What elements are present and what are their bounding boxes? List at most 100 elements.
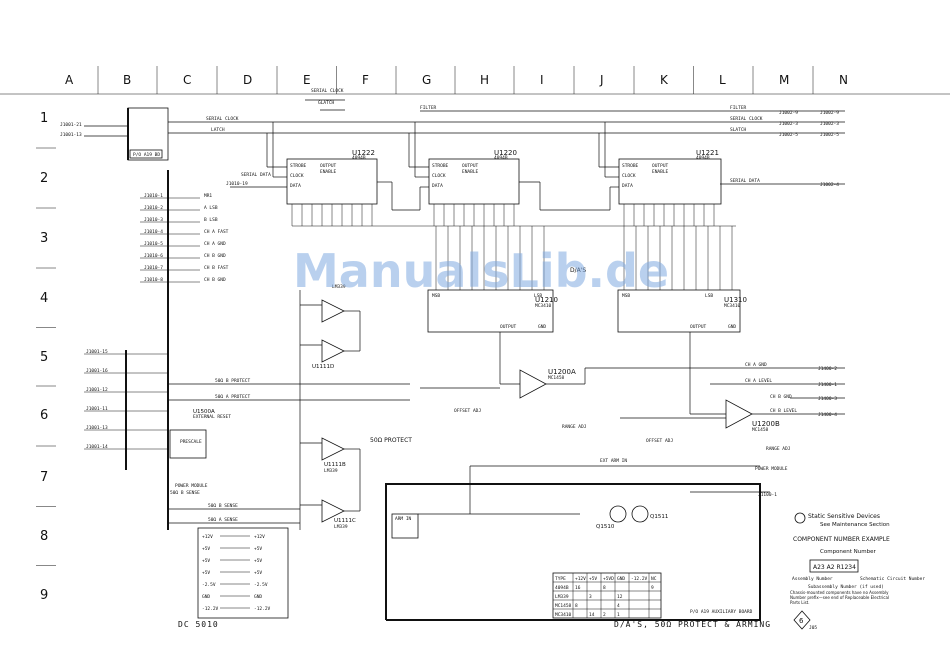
- register-outputs: [291, 204, 736, 290]
- amp-labels: CH A GND CH A LEVEL CH B LEVEL CH B GND …: [454, 362, 837, 452]
- svg-text:SERIAL DATA: SERIAL DATA: [241, 172, 271, 178]
- svg-text:GLATCH: GLATCH: [318, 100, 335, 106]
- svg-text:J1002-9: J1002-9: [779, 110, 798, 116]
- svg-text:LM339: LM339: [324, 468, 338, 474]
- svg-text:DATA: DATA: [290, 183, 301, 189]
- svg-text:SLATCH: SLATCH: [730, 127, 747, 133]
- grid-column-label: B: [123, 73, 131, 87]
- table-cell: 3: [589, 594, 592, 600]
- table-cell: 8: [603, 585, 606, 591]
- svg-text:GND: GND: [538, 324, 546, 330]
- shift-register-u1221: U1221 4094B STROBE CLOCK DATA OUTPUT ENA…: [618, 149, 722, 205]
- svg-text:50Ω B SENSE: 50Ω B SENSE: [208, 503, 238, 509]
- rail-label: +5V: [202, 558, 210, 564]
- table-cell: 14: [589, 612, 595, 618]
- dac-u1310: U1310 MC3410 MSB LSB OUTPUT GND: [617, 289, 747, 333]
- rail-label: +5V: [254, 558, 262, 564]
- svg-text:Component Number: Component Number: [820, 549, 877, 555]
- table-header: TYPE: [555, 576, 566, 582]
- svg-text:P/O A19 AUXILIARY BOARD: P/O A19 AUXILIARY BOARD: [690, 609, 753, 615]
- rail-label: +5V: [254, 546, 262, 552]
- table-header: -12.2V: [631, 576, 648, 582]
- svg-text:Subassembly Number (if used): Subassembly Number (if used): [808, 584, 884, 590]
- grid-row-label: 9: [40, 588, 48, 603]
- shift-register-u1222: U1222 4094B STROBE CLOCK DATA OUTPUT ENA…: [286, 149, 378, 205]
- svg-text:ENABLE: ENABLE: [462, 169, 479, 175]
- pin-signal: B LSB: [204, 217, 218, 223]
- pin-label: J1010-7: [144, 265, 163, 271]
- svg-text:U1200B: U1200B: [752, 420, 780, 428]
- svg-text:D/A'S, 50Ω PROTECT & ARMING: D/A'S, 50Ω PROTECT & ARMING: [614, 620, 771, 629]
- grid-row-label: 3: [40, 231, 48, 246]
- table-cell: 4: [617, 603, 620, 609]
- svg-text:MC1458: MC1458: [752, 427, 769, 433]
- pin-label: J1001-15: [86, 349, 108, 355]
- svg-text:J1002-5: J1002-5: [820, 132, 839, 138]
- svg-text:J1002-5: J1002-5: [779, 132, 798, 138]
- svg-text:DATA: DATA: [432, 183, 443, 189]
- grid-column-label: F: [362, 73, 369, 87]
- table-cell: 1: [617, 612, 620, 618]
- svg-text:ENABLE: ENABLE: [320, 169, 337, 175]
- grid-row-label: 6: [40, 408, 48, 423]
- svg-text:GND: GND: [728, 324, 736, 330]
- transistor-q1510: [609, 505, 627, 523]
- rail-label: -2.5V: [202, 582, 216, 588]
- svg-text:LATCH: LATCH: [211, 127, 225, 133]
- table-cell: 2: [603, 612, 606, 618]
- svg-text:PRESCALE: PRESCALE: [180, 439, 202, 445]
- svg-text:CH A GND: CH A GND: [745, 362, 767, 368]
- svg-text:SERIAL CLOCK: SERIAL CLOCK: [311, 88, 344, 94]
- grid-row-label: 7: [40, 470, 48, 485]
- svg-text:J1400-1: J1400-1: [818, 382, 837, 388]
- svg-text:OFFSET ADJ: OFFSET ADJ: [454, 408, 481, 414]
- rail-label: -12.2V: [254, 606, 271, 612]
- rail-label: GND: [202, 594, 210, 600]
- svg-text:50Ω B PROTECT: 50Ω B PROTECT: [215, 378, 251, 384]
- grid-column-label: I: [540, 73, 544, 87]
- svg-text:J05: J05: [809, 625, 817, 631]
- svg-text:J1002-3: J1002-3: [779, 121, 798, 127]
- pin-label: J1010-8: [144, 277, 163, 283]
- svg-text:CLOCK: CLOCK: [432, 173, 446, 179]
- svg-text:D/A'S: D/A'S: [570, 267, 586, 274]
- rail-label: +12V: [254, 534, 265, 540]
- svg-text:MC3410: MC3410: [535, 303, 552, 309]
- pin-signal: CH A GND: [204, 241, 226, 247]
- svg-text:FILTER: FILTER: [730, 105, 747, 111]
- svg-text:U1310: U1310: [724, 296, 747, 304]
- svg-text:STROBE: STROBE: [290, 163, 307, 169]
- svg-text:U1221: U1221: [696, 149, 719, 157]
- pin-label: J1001-12: [86, 387, 108, 393]
- grid-row-label: 2: [40, 171, 48, 186]
- svg-text:OUTPUT: OUTPUT: [320, 163, 337, 169]
- table-header: +5VD: [603, 576, 614, 582]
- svg-text:STROBE: STROBE: [432, 163, 449, 169]
- table-header: +5V: [589, 576, 597, 582]
- svg-text:P/O A19 BD: P/O A19 BD: [133, 152, 160, 158]
- grid-row-label: 4: [40, 291, 48, 306]
- svg-text:CLOCK: CLOCK: [290, 173, 304, 179]
- pin-signal: A LSB: [204, 205, 218, 211]
- pin-label: J1010-1: [144, 193, 163, 199]
- svg-text:J1400-3: J1400-3: [818, 396, 837, 402]
- svg-text:50Ω B SENSE: 50Ω B SENSE: [170, 490, 200, 496]
- svg-text:4094B: 4094B: [494, 155, 508, 161]
- svg-text:ENABLE: ENABLE: [652, 169, 669, 175]
- pin-signal: CH B FAST: [204, 265, 229, 271]
- opamp-u1200a: U1200A MC1458: [519, 368, 576, 399]
- svg-text:J1002-4: J1002-4: [820, 182, 839, 188]
- svg-text:6: 6: [799, 617, 804, 625]
- pin-label: J1001-11: [86, 406, 108, 412]
- svg-text:SERIAL CLOCK: SERIAL CLOCK: [206, 116, 239, 122]
- grid-column-label: J: [599, 73, 604, 87]
- grid-row-label: 5: [40, 350, 48, 365]
- rail-label: +5V: [202, 546, 210, 552]
- svg-text:MSB: MSB: [432, 293, 440, 299]
- svg-text:J1100-1: J1100-1: [758, 492, 777, 498]
- svg-text:SERIAL CLOCK: SERIAL CLOCK: [730, 116, 763, 122]
